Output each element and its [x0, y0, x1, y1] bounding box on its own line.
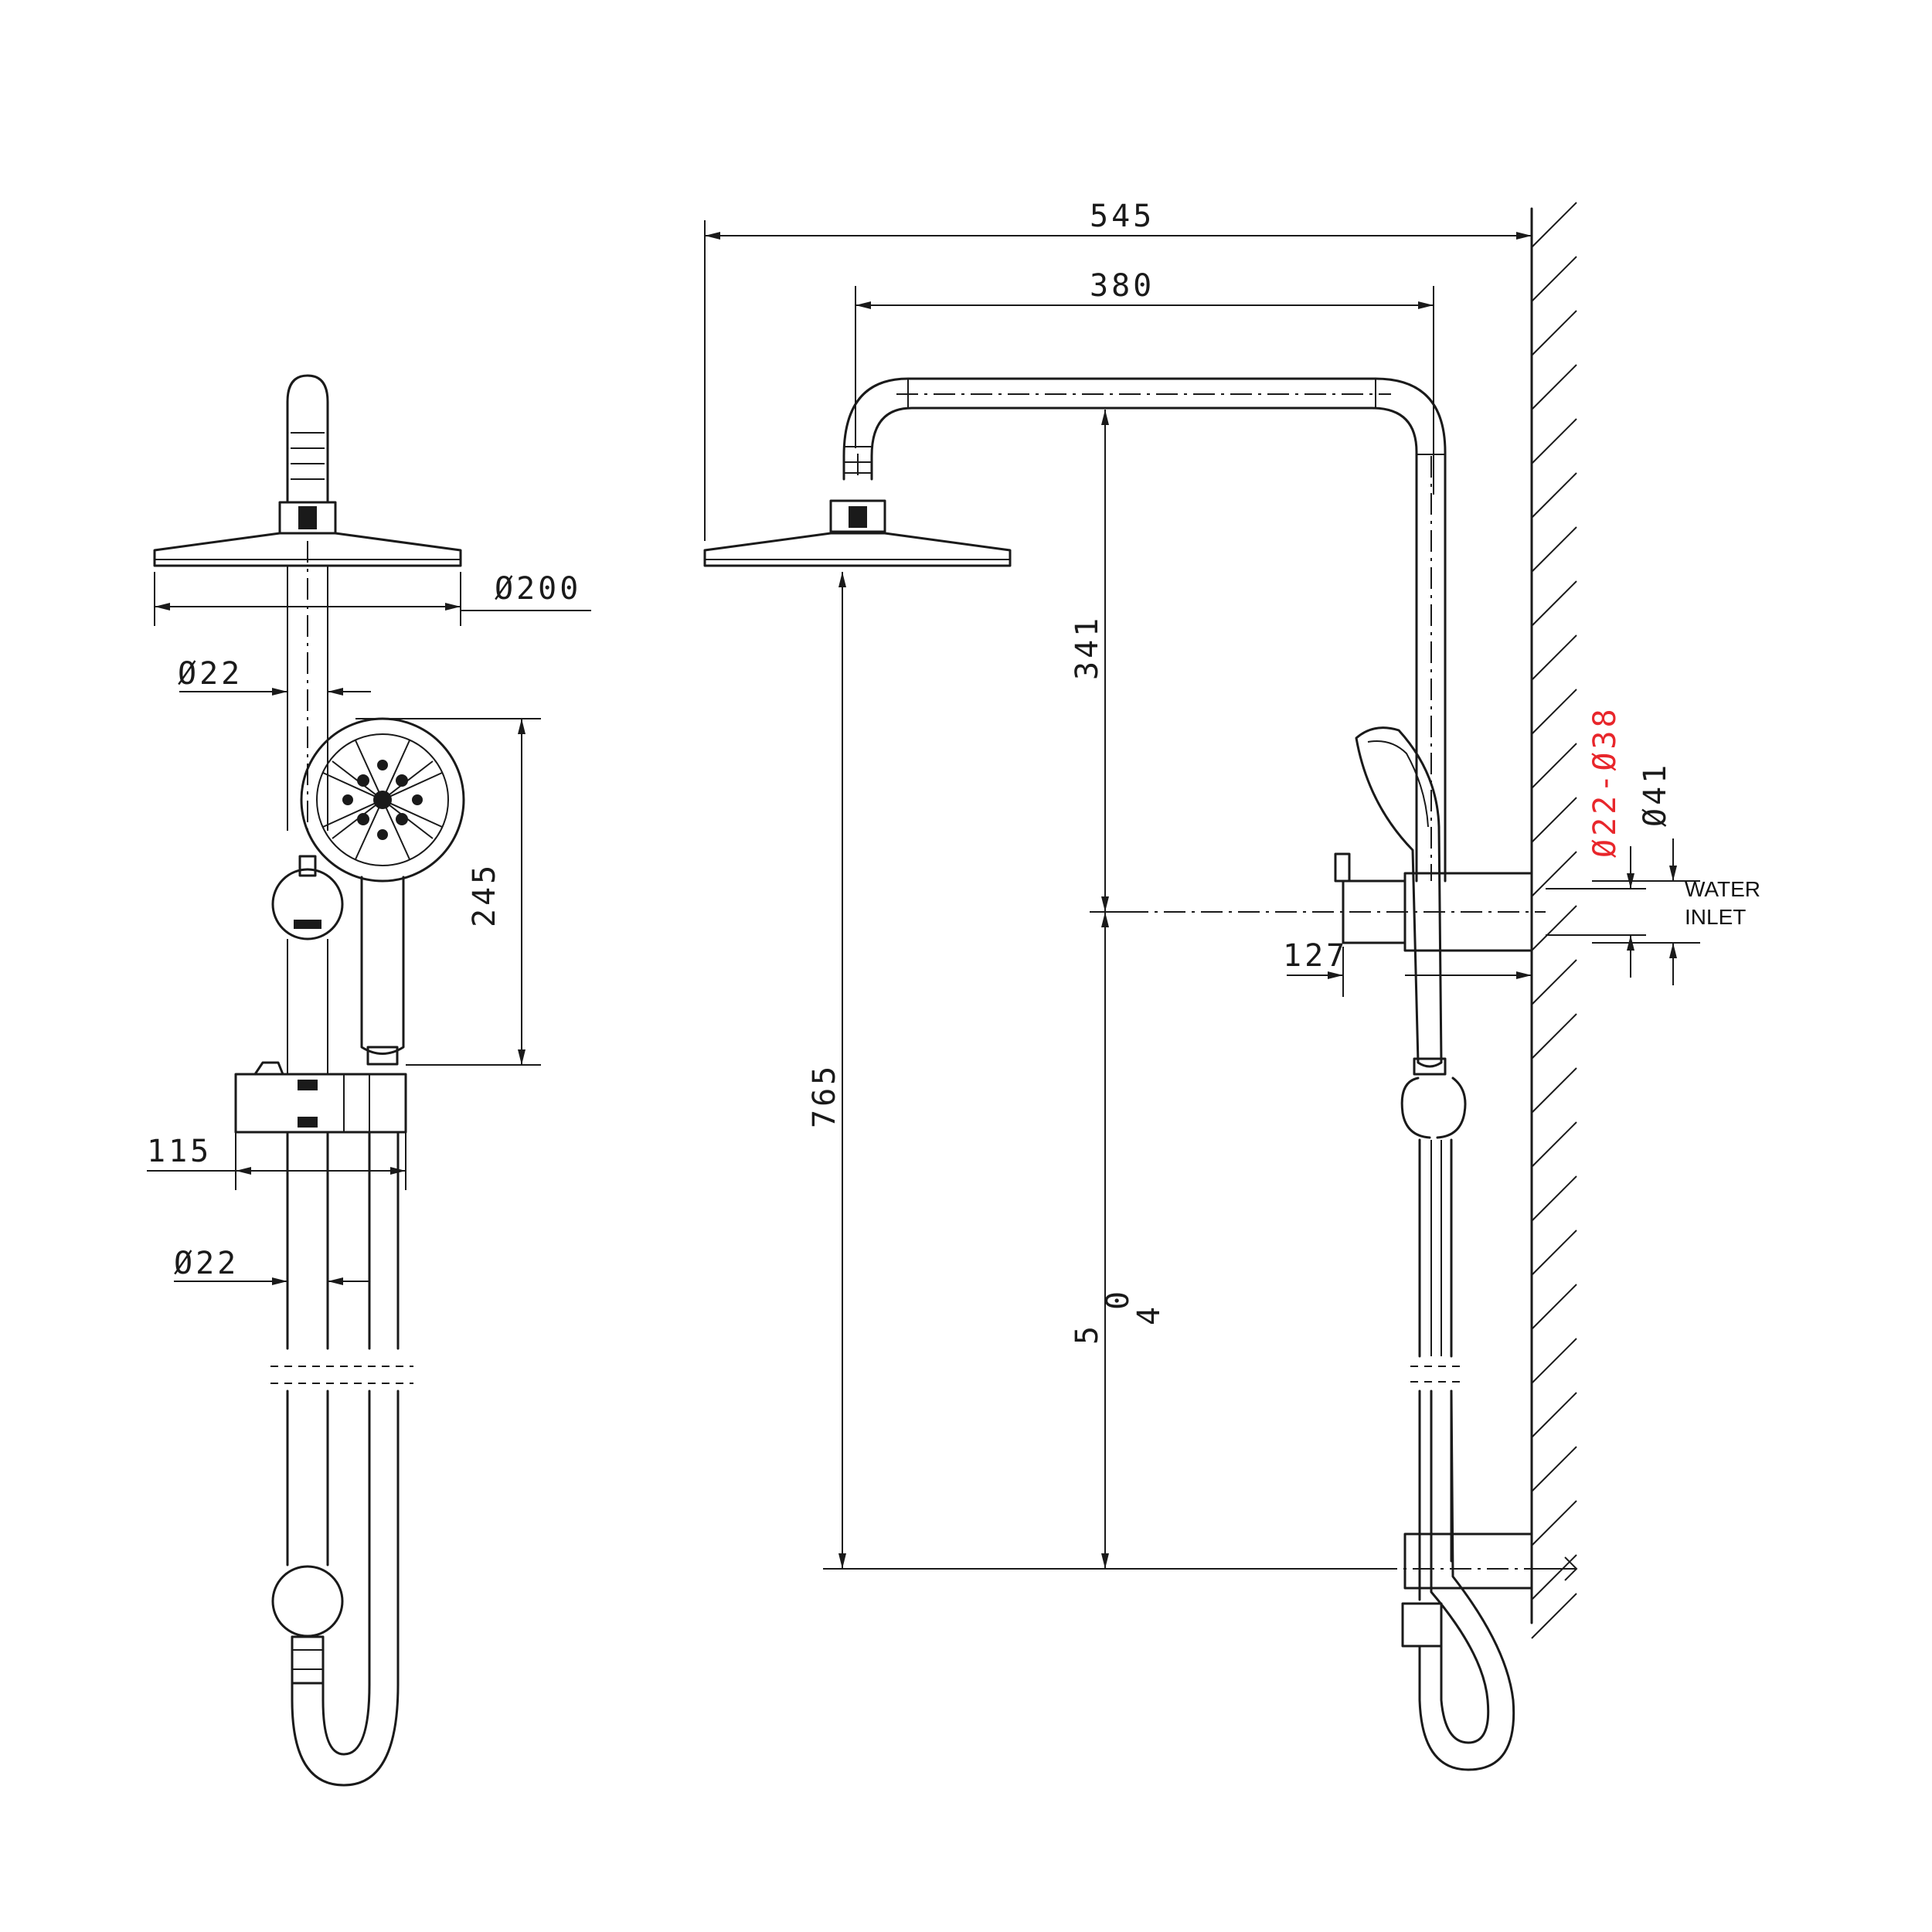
overall-projection-label: 545 — [1090, 199, 1155, 234]
diverter-knob — [271, 855, 344, 1074]
lower-height-fragment-2: 0 — [1100, 1288, 1136, 1310]
water-inlet-label-line2: INLET — [1685, 905, 1746, 929]
wall-outlet-front — [271, 1565, 344, 1685]
side-view: 545 380 341 7 — [703, 199, 1760, 1771]
wall — [1530, 202, 1577, 1639]
inlet-range-label: Ø22-Ø38 — [1587, 706, 1623, 858]
hose-side — [1418, 1389, 1515, 1771]
shower-arm — [842, 377, 1447, 883]
water-inlet-label-line1: WATER — [1685, 877, 1760, 901]
lower-rail-side — [1400, 1077, 1467, 1601]
diverter-projection-label: 127 — [1283, 938, 1348, 974]
front-view: Ø200 Ø22 — [147, 374, 591, 1787]
total-height-label: 765 — [807, 1063, 842, 1128]
inlet-diameter-label: Ø41 — [1638, 762, 1673, 827]
hand-shower-side — [1355, 726, 1447, 1076]
wall-outlet-side — [1376, 1532, 1578, 1648]
upper-height-label: 341 — [1070, 615, 1105, 680]
lower-height-fragment-1: 5 — [1070, 1323, 1105, 1345]
pipe-diameter-upper-label: Ø22 — [178, 656, 243, 692]
slider-bracket — [234, 1061, 407, 1134]
inlet-dimensions: Ø22-Ø38 Ø41 WATER INLET — [1546, 706, 1760, 985]
hand-shower-front — [300, 717, 465, 1066]
diverter-body-side — [1090, 852, 1546, 952]
handset-length-label: 245 — [467, 862, 502, 927]
hose-front — [291, 1682, 400, 1787]
overhead-shower-head-side — [703, 532, 1012, 567]
pipe-diameter-lower-label: Ø22 — [174, 1246, 239, 1281]
slider-width-label: 115 — [147, 1134, 212, 1169]
arm-projection-label: 380 — [1090, 268, 1155, 304]
overhead-diameter-label: Ø200 — [495, 571, 581, 607]
lower-height-fragment-3: 4 — [1131, 1304, 1167, 1325]
